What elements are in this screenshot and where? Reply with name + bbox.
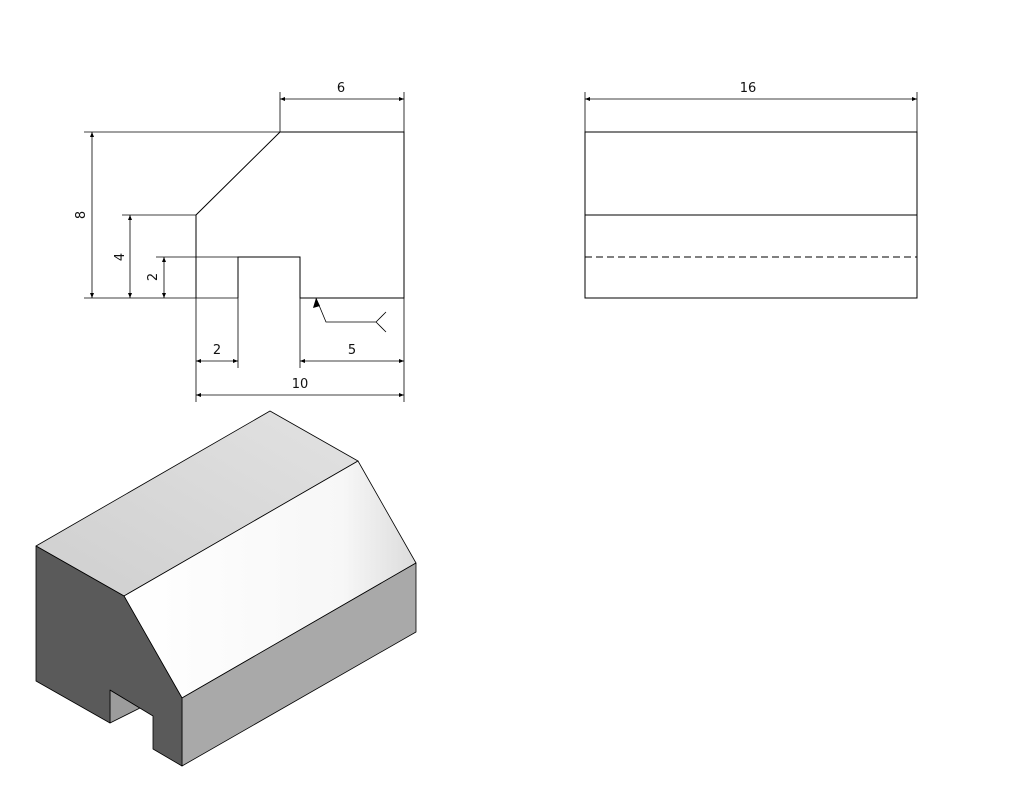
dimension-top-width: 6 (337, 81, 345, 96)
surface-finish-symbol (313, 297, 387, 333)
front-view-outline (195, 131, 405, 299)
isometric-view (35, 410, 417, 767)
dimension-slot-depth: 2 (146, 273, 161, 281)
dimension-slot-offset: 2 (213, 343, 221, 358)
front-view: 6 8 4 2 2 5 10 (74, 81, 405, 402)
iso-front-face (35, 545, 183, 767)
dimension-length: 16 (740, 81, 757, 96)
dimension-right-width: 5 (348, 343, 356, 358)
dimension-total-height: 8 (74, 211, 89, 219)
dimension-bottom-width: 10 (292, 377, 309, 392)
dimension-step-height: 4 (113, 253, 128, 261)
side-view: 16 (584, 81, 918, 299)
